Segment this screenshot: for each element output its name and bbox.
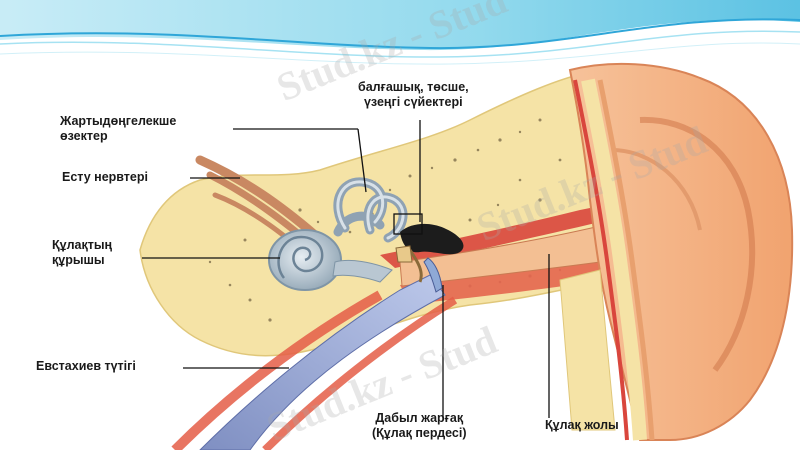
label-cochlea: Құлақтың құрышы: [52, 238, 113, 267]
header-wave: [0, 0, 800, 65]
label-auditory-nerve: Есту нервтері: [62, 170, 148, 184]
canal-wall-lower: [400, 262, 604, 304]
label-ossicles: балғашық, төсше, үзеңгі сүйектері: [358, 80, 469, 109]
eardrum-shape: [423, 257, 443, 293]
label-ear-canal: Құлақ жолы: [545, 418, 619, 432]
pinna: [568, 62, 794, 441]
label-eardrum: Дабыл жарғақ (Құлақ пердесі): [372, 411, 467, 440]
cartilage-column: [559, 269, 616, 431]
cochlea-shape: [268, 229, 393, 291]
label-eustachian-tube: Евстахиев түтігі: [36, 359, 136, 373]
leader-lines: [142, 120, 550, 418]
label-semicircular-canals: Жартыдөңгелекше өзектер: [60, 114, 177, 143]
ossicles-shape: [393, 213, 464, 283]
